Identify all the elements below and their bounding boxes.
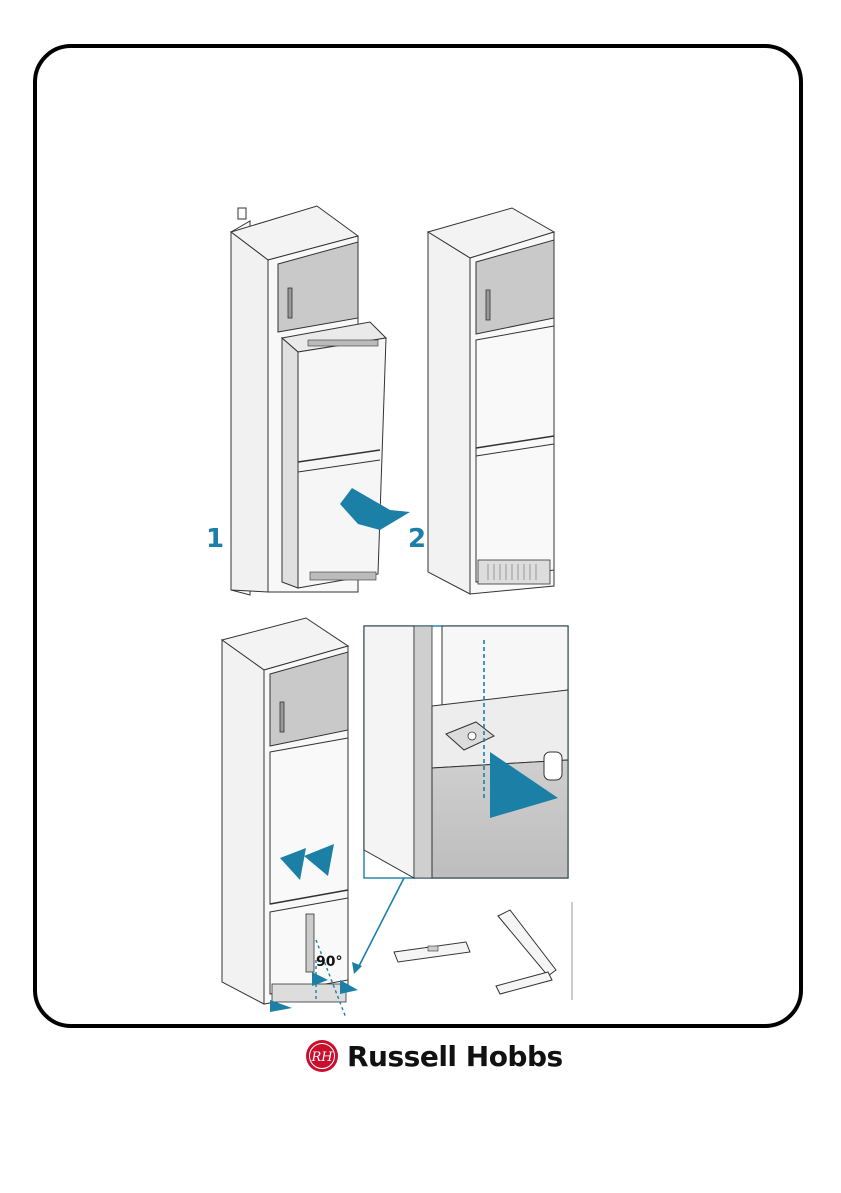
align-arrow-icon [340,980,358,994]
step-number-2: 2 [408,526,426,552]
detail-inset [364,626,568,878]
brand-emblem-letters: RH [310,1050,333,1065]
brand-logo: RH Russell Hobbs [305,1036,563,1076]
set-square-tool [496,910,556,994]
step-number-1: 1 [206,526,224,552]
socket-icon [238,208,246,219]
brand-emblem-icon: RH [305,1039,339,1073]
step1-illustration [231,206,410,595]
brand-name: Russell Hobbs [347,1040,563,1073]
step2-illustration [428,208,554,594]
spirit-level-tool [394,942,470,962]
angle-label: 90° [316,955,342,969]
fridge-body [298,338,386,588]
